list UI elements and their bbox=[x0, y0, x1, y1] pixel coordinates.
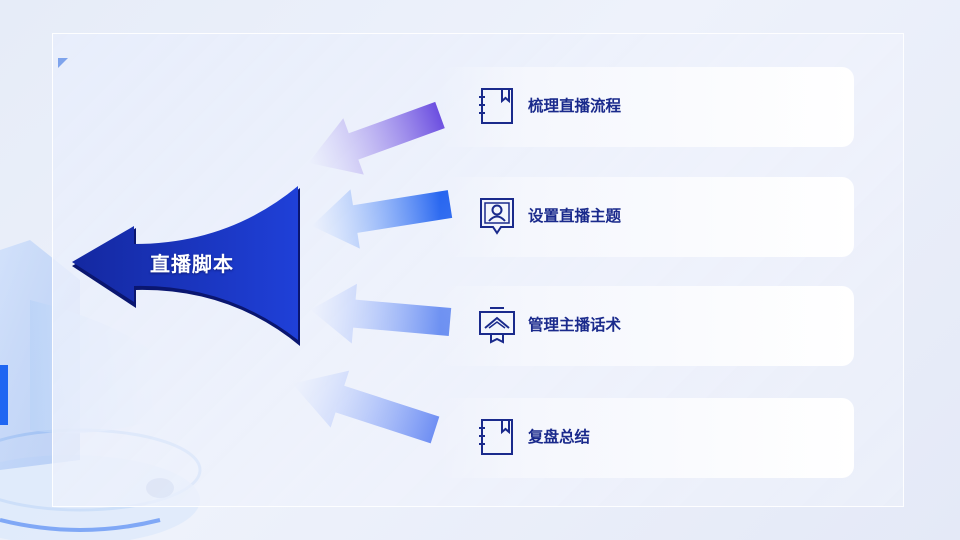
user-badge-icon bbox=[480, 198, 514, 235]
certificate-icon bbox=[479, 307, 515, 344]
item-label: 设置直播主题 bbox=[528, 207, 622, 225]
main-title: 直播脚本 bbox=[150, 252, 234, 276]
arrow-3 bbox=[310, 283, 452, 344]
item-label: 梳理直播流程 bbox=[528, 97, 622, 115]
notebook-icon bbox=[479, 419, 513, 455]
corner-triangle-icon bbox=[58, 58, 68, 68]
arrow-4 bbox=[292, 370, 440, 444]
list-item: 复盘总结 bbox=[440, 398, 854, 478]
item-label: 管理主播话术 bbox=[528, 316, 622, 334]
arrow-2 bbox=[311, 189, 453, 249]
item-label: 复盘总结 bbox=[528, 428, 591, 446]
arrow-1 bbox=[308, 101, 445, 175]
list-item: 管理主播话术 bbox=[440, 286, 854, 366]
list-item: 设置直播主题 bbox=[440, 177, 854, 257]
main-arrow bbox=[72, 186, 300, 346]
list-item: 梳理直播流程 bbox=[440, 67, 854, 147]
notebook-icon bbox=[479, 88, 513, 124]
